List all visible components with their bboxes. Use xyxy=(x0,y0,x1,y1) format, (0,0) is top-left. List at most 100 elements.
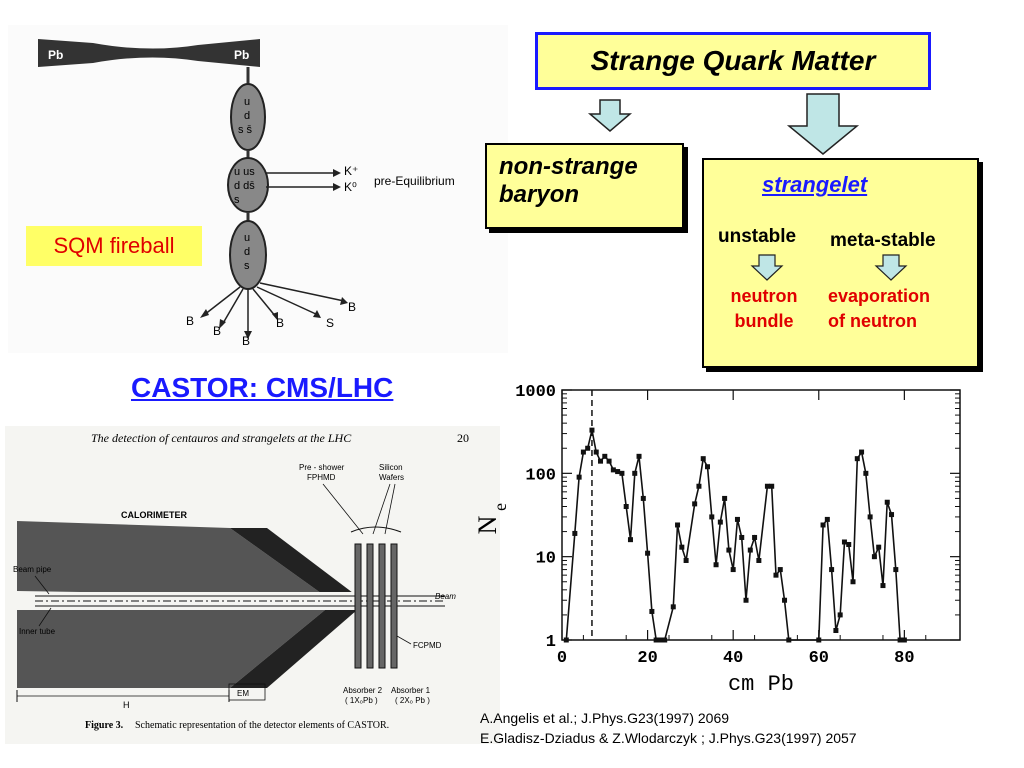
data-point xyxy=(833,628,839,634)
neutron-bundle-line1: neutron xyxy=(730,286,798,306)
data-point xyxy=(777,567,783,573)
data-point xyxy=(841,539,847,545)
inner-tube-label: Inner tube xyxy=(19,627,56,636)
data-point xyxy=(593,449,599,455)
data-point xyxy=(837,612,843,618)
x-tick-label: 80 xyxy=(894,649,914,668)
product-b-2: B xyxy=(213,324,221,338)
reference-1: A.Angelis et al.; J.Phys.G23(1997) 2069 xyxy=(480,710,730,726)
data-point xyxy=(705,464,711,470)
blob2-line2: d ds̄ xyxy=(234,180,255,192)
evaporation-line2: of neutron xyxy=(828,311,917,331)
blob3-line1: u xyxy=(244,232,250,244)
non-strange-baryon-box: non-strange baryon xyxy=(485,143,684,229)
data-point xyxy=(756,557,762,563)
wafers-label: Wafers xyxy=(379,473,404,482)
series-line xyxy=(565,429,905,641)
calorimeter-upper xyxy=(17,521,325,596)
pb-dumbbell xyxy=(38,39,260,67)
absorber1-thickness: ( 2X₀ Pb ) xyxy=(395,696,430,705)
data-point xyxy=(752,534,758,540)
data-point xyxy=(679,544,685,550)
data-point xyxy=(820,522,826,528)
figure-caption: Schematic representation of the detector… xyxy=(135,720,389,731)
absorber2-thickness: ( 1X₀Pb ) xyxy=(345,696,378,705)
x-axis-label: cm Pb xyxy=(728,672,794,697)
pb-left-label: Pb xyxy=(48,48,63,62)
preshower-label: Pre - shower xyxy=(299,463,345,472)
data-point xyxy=(657,637,663,643)
data-point xyxy=(880,583,886,589)
data-point xyxy=(580,449,586,455)
x-tick-label: 0 xyxy=(557,649,567,668)
data-point xyxy=(709,514,715,520)
data-point xyxy=(747,547,753,553)
page-title: Strange Quark Matter xyxy=(535,32,931,90)
blob2-line3: s xyxy=(234,194,240,206)
non-strange-line1: non-strange xyxy=(499,153,638,180)
fphmd-label: FPHMD xyxy=(307,473,336,482)
neutron-bundle-label: neutron bundle xyxy=(714,284,814,334)
y-tick-label: 1000 xyxy=(515,383,556,402)
figure-number: Figure 3. xyxy=(85,720,124,731)
detector-header: The detection of centauros and strangele… xyxy=(91,431,352,445)
data-point xyxy=(863,470,869,476)
y-axis-label: N xyxy=(473,515,502,534)
y-tick-label: 100 xyxy=(525,466,556,485)
data-point xyxy=(572,530,578,536)
strangelet-box: strangelet unstable meta-stable neutron … xyxy=(702,158,979,368)
data-point xyxy=(623,503,629,509)
absorber1-label: Absorber 1 xyxy=(391,686,431,695)
blob3-line3: s xyxy=(244,260,250,272)
data-point xyxy=(700,456,706,462)
data-point xyxy=(743,597,749,603)
detector-page-number: 20 xyxy=(457,431,469,445)
pre-equilibrium-label: pre-Equilibrium xyxy=(374,174,455,188)
x-tick-label: 20 xyxy=(637,649,657,668)
data-point xyxy=(598,458,604,464)
non-strange-line2: baryon xyxy=(499,181,580,208)
data-point xyxy=(717,519,723,525)
data-point xyxy=(636,453,642,459)
data-point xyxy=(901,637,907,643)
data-point xyxy=(867,514,873,520)
data-point xyxy=(589,427,595,433)
data-point xyxy=(889,512,895,518)
data-point xyxy=(713,562,719,568)
unstable-label: unstable xyxy=(718,226,797,247)
x-tick-label: 40 xyxy=(723,649,743,668)
references: A.Angelis et al.; J.Phys.G23(1997) 2069 … xyxy=(480,708,857,748)
unstable-arrow xyxy=(750,254,784,281)
k-zero-label: K⁰ xyxy=(344,180,357,194)
em-dimension-label: EM xyxy=(237,689,249,698)
product-b-4: B xyxy=(276,316,284,330)
data-point xyxy=(606,458,612,464)
data-point xyxy=(610,467,616,473)
down-arrow-small xyxy=(587,99,633,132)
blob3-line2: d xyxy=(244,246,250,258)
metastable-label: meta-stable xyxy=(830,230,936,251)
data-point xyxy=(893,567,899,573)
data-point xyxy=(675,522,681,528)
silicon-label: Silicon xyxy=(379,463,403,472)
data-point xyxy=(764,483,770,489)
data-point xyxy=(876,544,882,550)
beam-pipe-label: Beam pipe xyxy=(13,565,52,574)
data-point xyxy=(739,534,745,540)
reference-2: E.Gladisz-Dziadus & Z.Wlodarczyk ; J.Phy… xyxy=(480,730,857,746)
data-point xyxy=(846,541,852,547)
pb-right-label: Pb xyxy=(234,48,249,62)
data-point xyxy=(563,637,569,643)
data-point xyxy=(854,456,860,462)
castor-detector-figure: The detection of centauros and strangele… xyxy=(5,426,500,744)
data-point xyxy=(692,501,698,507)
down-arrow-large xyxy=(786,93,860,155)
data-point xyxy=(640,495,646,501)
data-point xyxy=(884,499,890,505)
beam-label: Beam xyxy=(435,592,456,601)
calorimeter-label: CALORIMETER xyxy=(121,510,187,520)
data-point xyxy=(824,516,830,522)
data-point xyxy=(897,637,903,643)
castor-title: CASTOR: CMS/LHC xyxy=(131,372,394,403)
